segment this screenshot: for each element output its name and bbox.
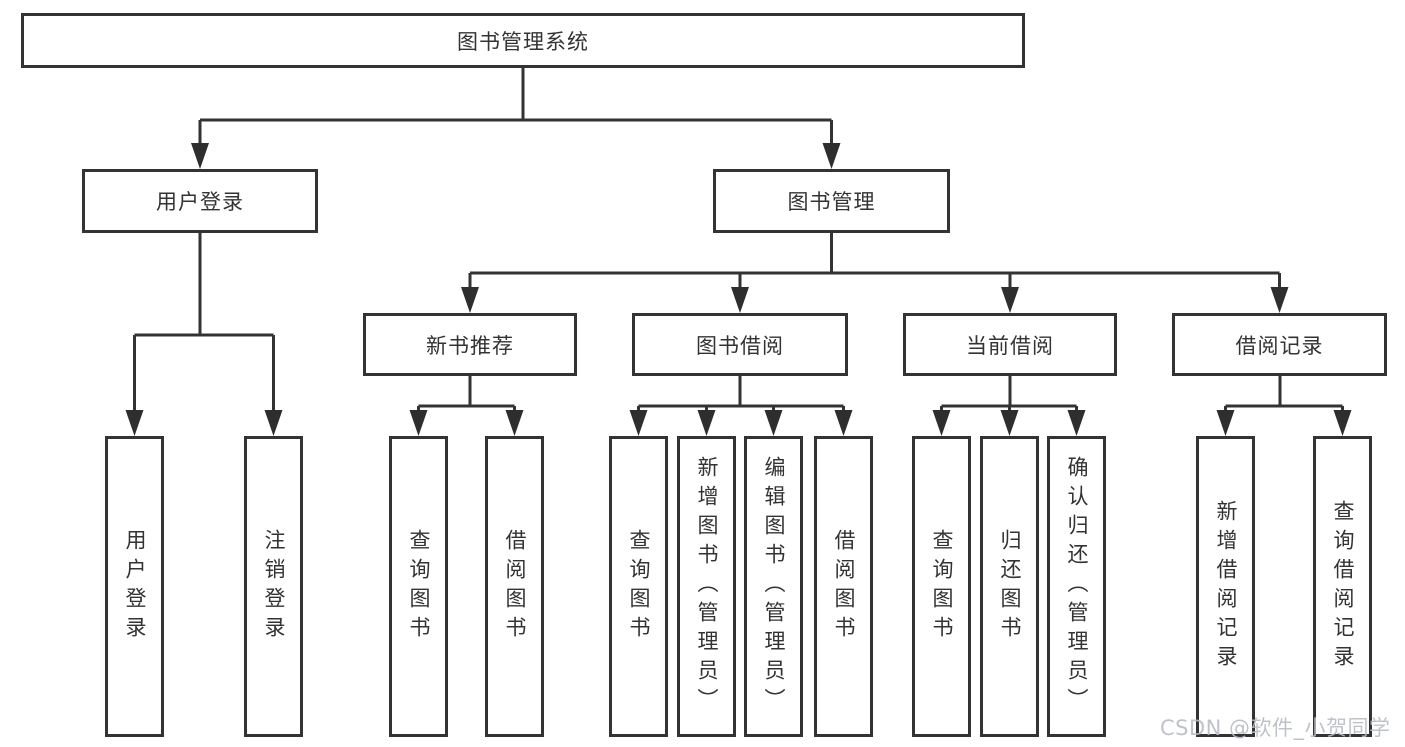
leaf-label: 查询借阅记录 <box>1331 499 1355 674</box>
group-node-borrow-records: 借阅记录 <box>1172 313 1387 376</box>
leaf-label: 归还图书 <box>998 528 1022 645</box>
leaf-node-query-books-borrow: 查询图书 <box>609 436 668 737</box>
node-book-management-label: 图书管理 <box>787 190 876 214</box>
leaf-node-add-borrow-record: 新增借阅记录 <box>1196 436 1255 737</box>
leaf-label: 借阅图书 <box>832 528 856 645</box>
root-node-label: 图书管理系统 <box>457 29 589 54</box>
node-user-login-label: 用户登录 <box>156 190 244 214</box>
leaf-label: 用户登录 <box>123 528 147 645</box>
leaf-label: 确认归还（管理员） <box>1065 456 1089 717</box>
leaf-label: 查询图书 <box>930 528 954 645</box>
arrow-down-icons <box>125 143 1352 436</box>
leaf-node-borrow-books-recommend: 借阅图书 <box>485 436 544 737</box>
leaf-label: 新增图书（管理员） <box>695 456 719 717</box>
leaf-label: 新增借阅记录 <box>1214 499 1238 674</box>
leaf-label: 借阅图书 <box>503 528 527 645</box>
leaf-label: 查询图书 <box>407 528 431 645</box>
watermark-text: CSDN @软件_小贺同学 <box>1160 716 1391 740</box>
node-book-management: 图书管理 <box>713 169 950 233</box>
leaf-node-borrow-books: 借阅图书 <box>814 436 873 737</box>
leaf-node-return-books: 归还图书 <box>980 436 1039 737</box>
leaf-node-user-login: 用户登录 <box>105 436 164 737</box>
leaf-node-query-books-recommend: 查询图书 <box>389 436 448 737</box>
group-label: 当前借阅 <box>966 333 1054 358</box>
leaf-node-confirm-return-admin: 确认归还（管理员） <box>1047 436 1106 737</box>
group-label: 新书推荐 <box>426 333 514 358</box>
group-node-current-borrow: 当前借阅 <box>903 313 1117 376</box>
leaf-node-query-borrow-record: 查询借阅记录 <box>1313 436 1372 737</box>
leaf-node-edit-books-admin: 编辑图书（管理员） <box>744 436 803 737</box>
group-node-new-book-recommend: 新书推荐 <box>363 313 577 376</box>
leaf-node-query-books-current: 查询图书 <box>912 436 971 737</box>
group-label: 图书借阅 <box>696 333 784 358</box>
leaf-label: 注销登录 <box>262 528 286 645</box>
leaf-node-add-books-admin: 新增图书（管理员） <box>677 436 736 737</box>
root-node-book-management-system: 图书管理系统 <box>21 13 1025 68</box>
leaf-label: 查询图书 <box>627 528 651 645</box>
leaf-node-logout: 注销登录 <box>244 436 303 737</box>
node-user-login: 用户登录 <box>82 169 318 233</box>
leaf-label: 编辑图书（管理员） <box>762 456 786 717</box>
group-node-book-borrow: 图书借阅 <box>632 313 848 376</box>
group-label: 借阅记录 <box>1235 333 1324 358</box>
